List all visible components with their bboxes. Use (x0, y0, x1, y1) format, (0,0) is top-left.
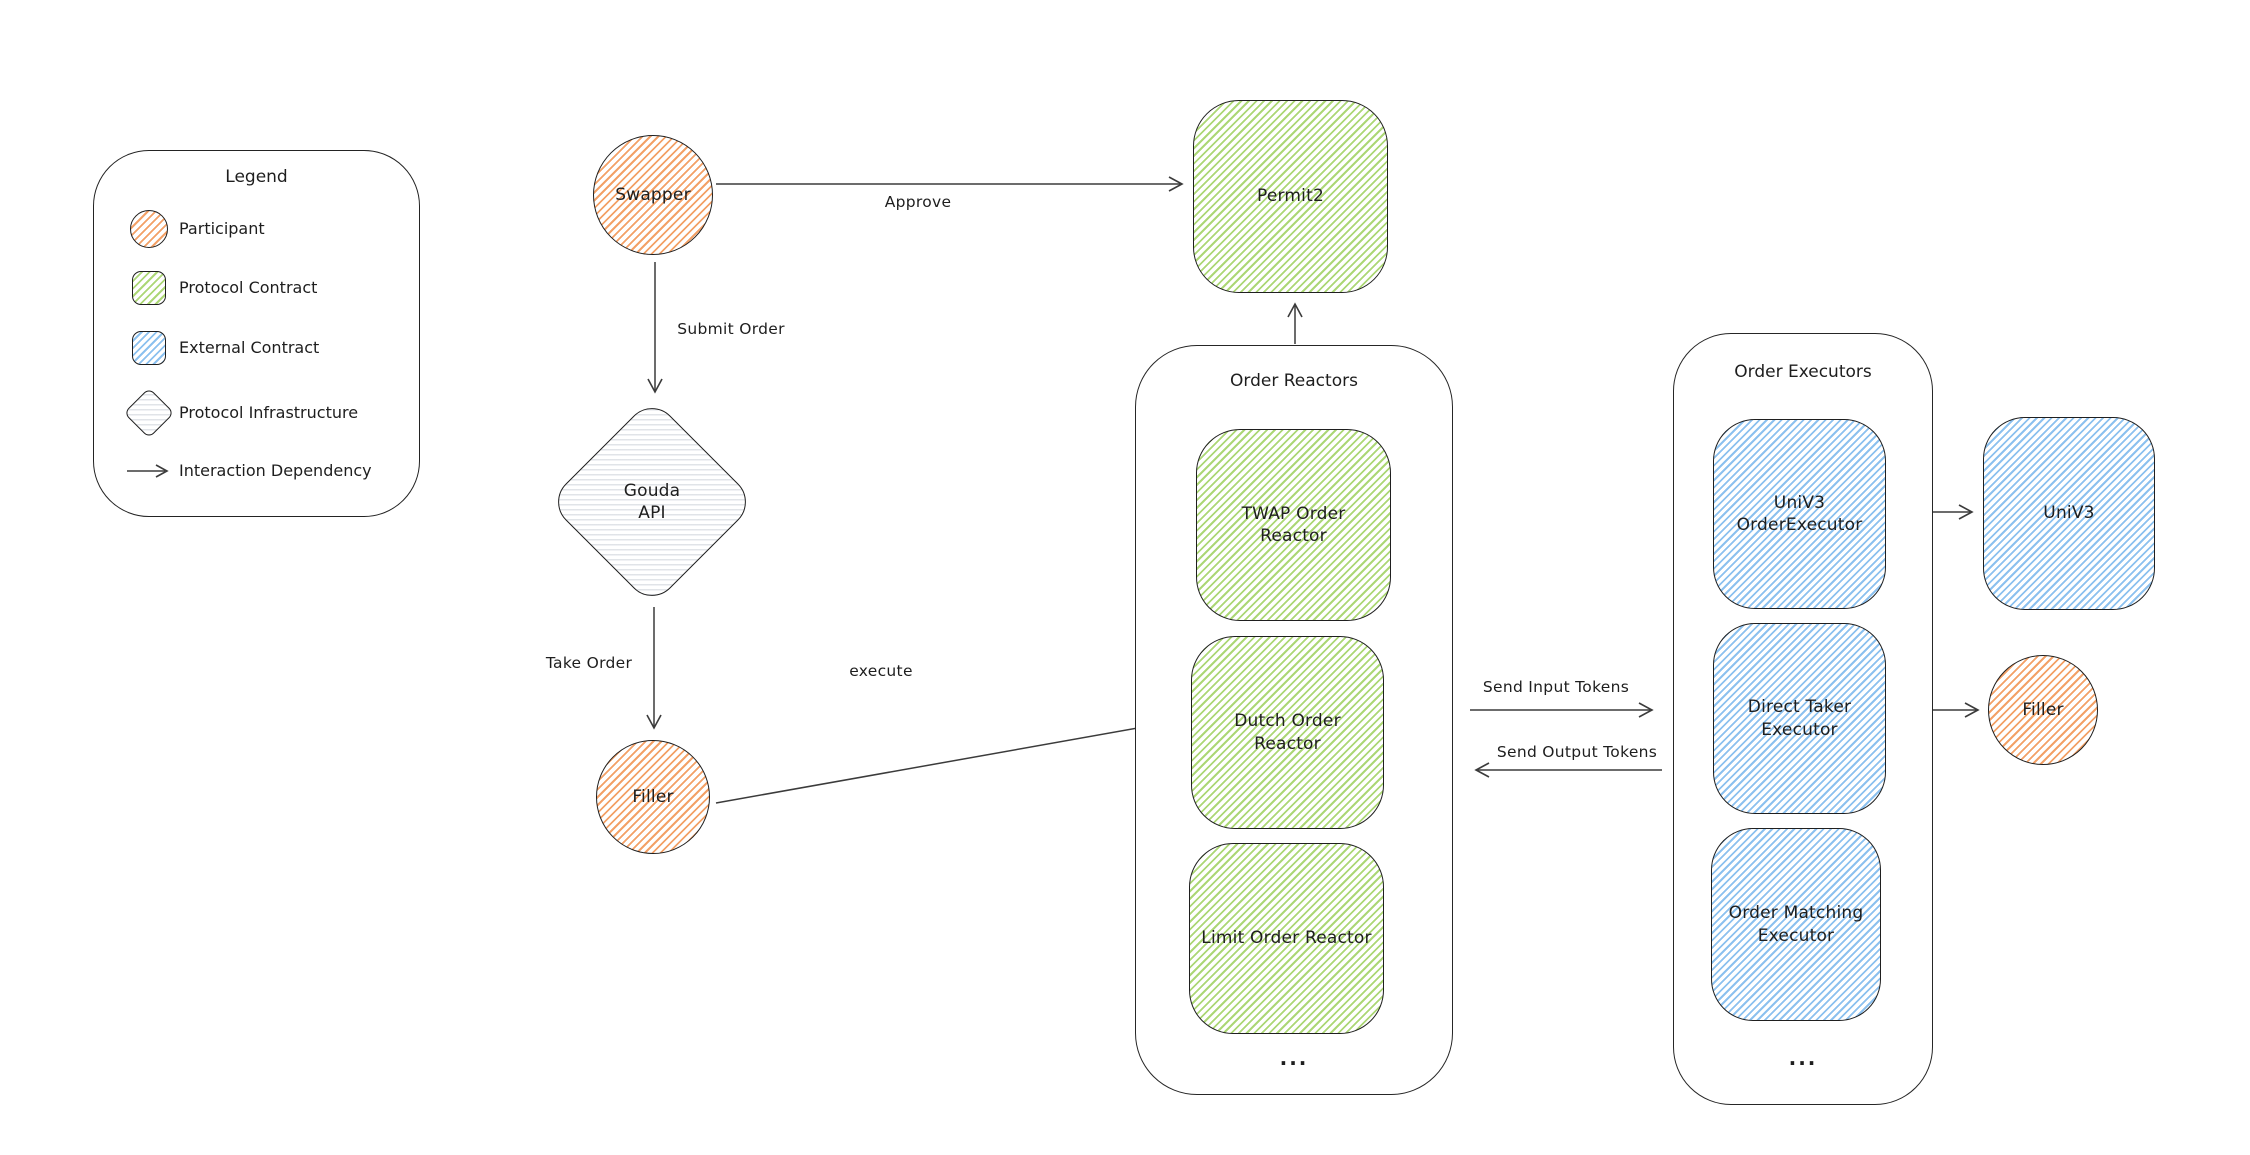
submit-order-edge-label: Submit Order (677, 320, 785, 338)
direct-taker-executor-node: Direct Taker Executor (1713, 623, 1886, 814)
legend-item-external-contract: External Contract (179, 338, 320, 357)
swapper-node: Swapper (593, 135, 713, 255)
take-order-edge-label: Take Order (545, 654, 633, 672)
limit-order-reactor-node: Limit Order Reactor (1189, 843, 1384, 1034)
participant-icon (130, 210, 168, 248)
legend: Legend Participant Protocol Contract Ext… (93, 150, 420, 517)
order-matching-executor-node: Order Matching Executor (1711, 828, 1881, 1021)
order-reactors-group: Order Reactors TWAP Order Reactor Dutch … (1135, 345, 1453, 1095)
permit2-node: Permit2 (1193, 100, 1388, 293)
external-contract-icon (132, 331, 166, 365)
order-executors-group: Order Executors UniV3 OrderExecutor Dire… (1673, 333, 1933, 1105)
order-executors-title: Order Executors (1734, 362, 1872, 382)
legend-title: Legend (225, 167, 288, 187)
univ3-node: UniV3 (1983, 417, 2155, 610)
swapper-label: Swapper (615, 184, 691, 205)
interaction-dependency-icon (127, 464, 169, 478)
protocol-infrastructure-icon (123, 387, 175, 439)
dutch-order-reactor-label: Dutch Order Reactor (1234, 711, 1341, 754)
order-reactors-ellipsis: ... (1279, 1046, 1309, 1070)
arrow-execute (715, 717, 1168, 804)
legend-item-protocol-contract: Protocol Contract (179, 278, 318, 297)
univ3-order-executor-label: UniV3 OrderExecutor (1736, 492, 1863, 535)
order-matching-executor-label: Order Matching Executor (1728, 903, 1864, 946)
filler-right-label: Filler (2022, 699, 2064, 720)
send-output-tokens-edge-label: Send Output Tokens (1496, 743, 1658, 761)
univ3-label: UniV3 (2043, 503, 2095, 524)
order-reactors-title: Order Reactors (1230, 371, 1358, 391)
direct-taker-executor-label: Direct Taker Executor (1747, 697, 1852, 740)
dutch-order-reactor-node: Dutch Order Reactor (1191, 636, 1384, 829)
order-executors-ellipsis: ... (1788, 1046, 1818, 1070)
univ3-order-executor-node: UniV3 OrderExecutor (1713, 419, 1886, 609)
send-input-tokens-edge-label: Send Input Tokens (1482, 678, 1630, 696)
approve-edge-label: Approve (884, 193, 952, 211)
permit2-label: Permit2 (1257, 186, 1324, 207)
twap-order-reactor-label: TWAP Order Reactor (1241, 503, 1346, 546)
limit-order-reactor-label: Limit Order Reactor (1201, 928, 1372, 949)
legend-item-participant: Participant (179, 219, 265, 238)
legend-item-protocol-infrastructure: Protocol Infrastructure (179, 403, 359, 422)
gouda-api-label: Gouda API (623, 480, 681, 523)
legend-item-interaction-dependency: Interaction Dependency (179, 461, 372, 480)
filler-left-node: Filler (596, 740, 710, 854)
filler-right-node: Filler (1988, 655, 2098, 765)
twap-order-reactor-node: TWAP Order Reactor (1196, 429, 1391, 621)
execute-edge-label: execute (849, 662, 913, 680)
filler-left-label: Filler (632, 786, 674, 807)
protocol-contract-icon (132, 271, 166, 305)
